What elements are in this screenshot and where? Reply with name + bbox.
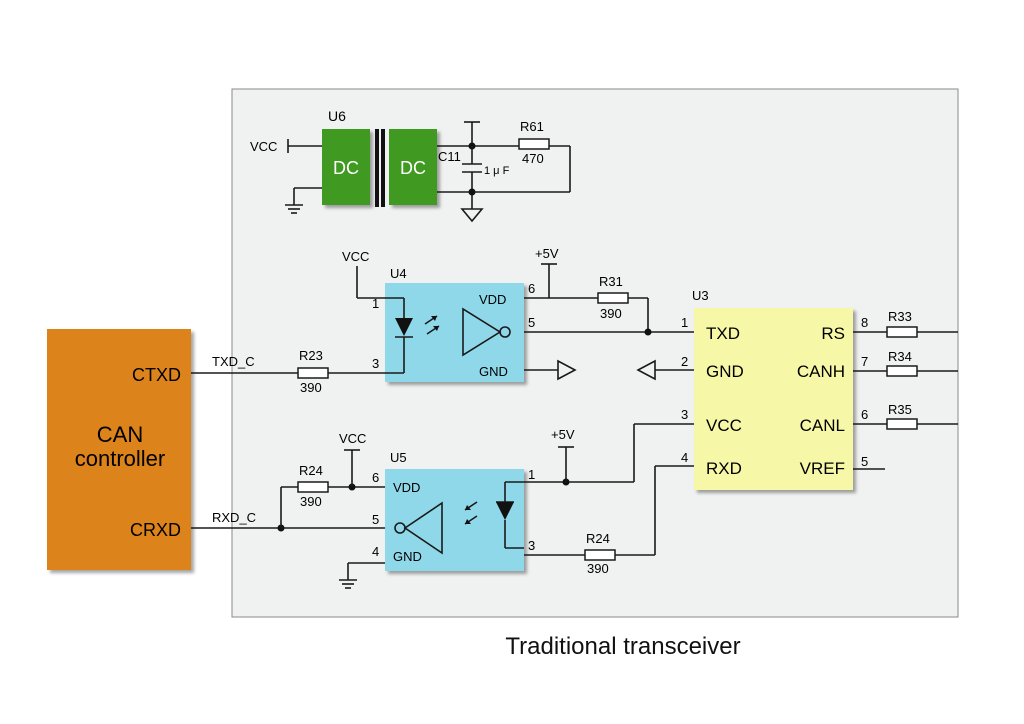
- r33-resistor: [886, 326, 918, 338]
- u3-gnd-label: GND: [706, 362, 744, 381]
- u4-optocoupler: U4 VCC 1 3 VDD GND 6 5: [342, 249, 535, 382]
- r31-resistor: [597, 292, 629, 304]
- ctxd-pin-label: CTXD: [132, 365, 181, 385]
- u3-pin8-num: 8: [861, 315, 868, 330]
- u5-gnd-label: GND: [393, 549, 422, 564]
- u3-vref-label: VREF: [800, 459, 845, 478]
- u3-pin5-num: 5: [861, 454, 868, 469]
- led-icon: [395, 318, 413, 336]
- u3-pin7-num: 7: [861, 354, 868, 369]
- u5-pin6: 6: [372, 470, 379, 485]
- u4-vdd-label: VDD: [479, 292, 506, 307]
- u3-rxd-label: RXD: [706, 459, 742, 478]
- r61-resistor: [518, 138, 550, 150]
- r24-left-value: 390: [300, 494, 322, 509]
- c11-value: 1 μ F: [484, 165, 510, 177]
- r35-ref: R35: [888, 402, 912, 417]
- u5-vcc-label: VCC: [339, 431, 366, 446]
- r33-ref: R33: [888, 309, 912, 324]
- ground-icon: [285, 204, 303, 214]
- u3-pin6-num: 6: [861, 407, 868, 422]
- dc-right-label: DC: [400, 158, 426, 178]
- r35-resistor: [886, 418, 918, 430]
- r23-resistor: [297, 367, 329, 379]
- r23-value: 390: [300, 380, 322, 395]
- u3-pin1-num: 1: [681, 315, 688, 330]
- r24-resistor-right: [584, 549, 616, 561]
- u5-ref: U5: [390, 450, 407, 465]
- u4-pin5: 5: [528, 315, 535, 330]
- r24-left-ref: R24: [299, 463, 323, 478]
- u3-canh-label: CANH: [797, 362, 845, 381]
- inverter-icon: [462, 307, 502, 357]
- inverter-icon: [403, 501, 443, 555]
- r24-right-ref: R24: [586, 531, 610, 546]
- u3-ground-arrow-icon: [636, 359, 656, 381]
- plus5v-label-bottom: +5V: [551, 427, 575, 442]
- u3-pin2-num: 2: [681, 354, 688, 369]
- u3-pin4-num: 4: [681, 450, 688, 465]
- crxd-pin-label: CRXD: [130, 520, 181, 540]
- u3-ref: U3: [692, 288, 709, 303]
- r34-resistor: [886, 365, 918, 377]
- txd-net-label: TXD_C: [212, 354, 255, 369]
- ground-icon: [339, 579, 357, 589]
- c11-ref: C11: [438, 149, 461, 164]
- u5-pin5: 5: [372, 512, 379, 527]
- r34-ref: R34: [888, 349, 912, 364]
- u5-pin4: 4: [372, 544, 379, 559]
- diagram-caption: Traditional transceiver: [505, 633, 740, 660]
- plus5v-label-top: +5V: [535, 246, 559, 261]
- u3-transceiver: U3 1 TXD 2 GND 3 VCC 4 RXD RS 8 CANH 7 C…: [681, 288, 868, 490]
- u6-ref: U6: [328, 108, 346, 124]
- u3-vcc-label: VCC: [706, 416, 742, 435]
- r24-resistor-left: [297, 481, 329, 493]
- u4-ref: U4: [390, 266, 407, 281]
- u3-rs-label: RS: [821, 324, 845, 343]
- u3-canl-label: CANL: [800, 416, 845, 435]
- u3-txd-label: TXD: [706, 324, 740, 343]
- u5-optocoupler: U5 6 5 4 VDD GND 1 3: [372, 450, 535, 571]
- u5-pin3: 3: [528, 538, 535, 553]
- transformer-core: [375, 129, 379, 207]
- photodiode-icon: [496, 502, 514, 520]
- u4-pin1: 1: [372, 296, 379, 311]
- r24-right-value: 390: [587, 561, 609, 576]
- u3-pin3-num: 3: [681, 407, 688, 422]
- r31-ref: R31: [599, 274, 623, 289]
- u5-pin1: 1: [528, 467, 535, 482]
- rxd-net-label: RXD_C: [212, 510, 256, 525]
- r61-ref: R61: [520, 119, 544, 134]
- ground-triangle-icon: [460, 208, 484, 223]
- u6-vcc-label: VCC: [250, 139, 277, 154]
- u4-pin3: 3: [372, 356, 379, 371]
- u4-pin6: 6: [528, 281, 535, 296]
- u5-vdd-label: VDD: [393, 480, 420, 495]
- r31-value: 390: [600, 306, 622, 321]
- r61-value: 470: [522, 151, 544, 166]
- u4-vcc-label: VCC: [342, 249, 369, 264]
- u4-gnd-label: GND: [479, 364, 508, 379]
- dc-left-label: DC: [333, 158, 359, 178]
- r23-ref: R23: [299, 348, 323, 363]
- dc-block-right: [389, 129, 437, 205]
- dcdc-converter: U6 VCC DC DC C11 1 μ F R61 470: [250, 108, 571, 223]
- dc-block-left: [322, 129, 370, 205]
- u4-ground-arrow-icon: [557, 359, 577, 381]
